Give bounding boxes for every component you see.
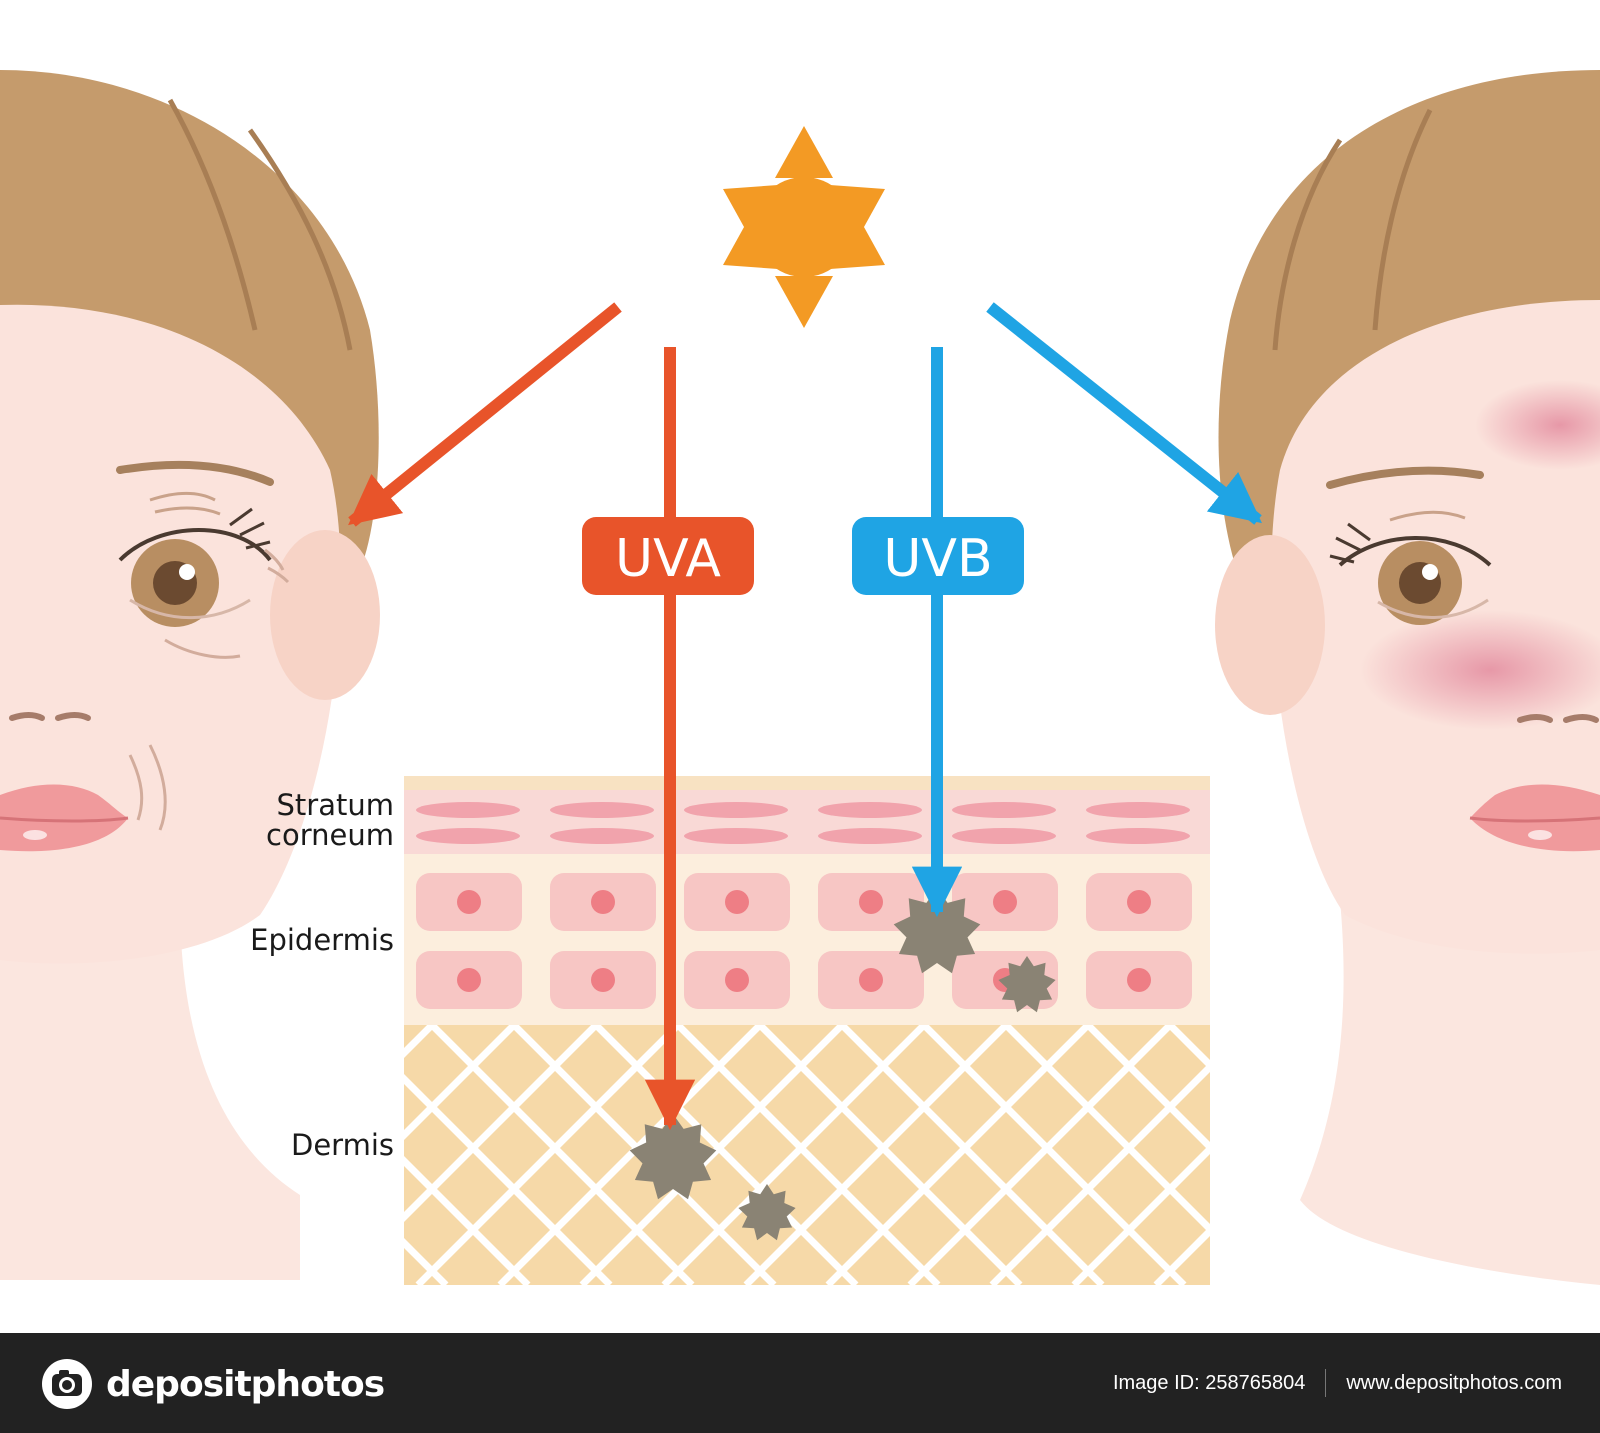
collagen-fiber bbox=[404, 1074, 613, 1285]
skin-cross-section bbox=[404, 776, 1210, 1285]
collagen-fiber bbox=[404, 1025, 599, 1222]
image-id: Image ID: 258765804 bbox=[1112, 1371, 1306, 1394]
collagen-fiber bbox=[989, 1062, 1210, 1285]
right-lips bbox=[1470, 784, 1600, 852]
brand-name: depositphotos bbox=[106, 1363, 385, 1405]
collagen-fiber bbox=[415, 1025, 681, 1285]
website-link[interactable]: www.depositphotos.com bbox=[1346, 1371, 1562, 1394]
left-neck bbox=[0, 900, 300, 1280]
collagen-fiber bbox=[661, 1025, 927, 1285]
uv-arrows bbox=[348, 302, 1262, 1131]
collagen-fiber bbox=[404, 1025, 517, 1140]
stratum-corneum-label: Stratum corneum bbox=[266, 790, 394, 850]
collagen-fiber-grid bbox=[404, 1025, 1210, 1285]
uvb-damage-spot-small bbox=[998, 956, 1056, 1013]
epidermis-label: Epidermis bbox=[250, 923, 394, 957]
sun-icon bbox=[723, 126, 885, 328]
right-ear bbox=[1215, 535, 1325, 715]
skin-uv-diagram: UVA UVB bbox=[0, 70, 1600, 1285]
uva-badge: UVA bbox=[582, 517, 754, 595]
collagen-fiber bbox=[404, 1156, 531, 1285]
stratum-corneum-label-line2: corneum bbox=[266, 818, 394, 852]
dermis-label: Dermis bbox=[290, 1128, 394, 1162]
uva-label: UVA bbox=[615, 529, 721, 589]
uva-damage-spot-large bbox=[629, 1114, 717, 1200]
stratum-corneum-label-line1: Stratum bbox=[276, 788, 394, 822]
stratum-corneum-cells bbox=[416, 802, 1190, 844]
collagen-fiber bbox=[825, 1025, 1091, 1285]
camera-icon bbox=[42, 1359, 92, 1409]
right-neck bbox=[1300, 900, 1600, 1285]
collagen-fiber bbox=[1071, 1144, 1210, 1285]
collagen-fiber bbox=[1153, 1226, 1210, 1285]
collagen-fiber bbox=[907, 1025, 1173, 1285]
epidermis-layer bbox=[404, 854, 1210, 1025]
left-ear bbox=[270, 530, 380, 700]
collagen-fiber bbox=[579, 1025, 845, 1285]
uvb-label: UVB bbox=[883, 529, 992, 589]
uvb-badge: UVB bbox=[852, 517, 1024, 595]
uvb-arrow-to-face bbox=[986, 302, 1262, 525]
uva-arrow-to-face bbox=[348, 302, 622, 527]
left-face bbox=[0, 70, 380, 1280]
uva-damage-spot-small bbox=[738, 1184, 796, 1241]
collagen-fiber bbox=[743, 1025, 1009, 1285]
watermark-footer: depositphotos Image ID: 258765804 www.de… bbox=[0, 1333, 1600, 1433]
brand-logo[interactable]: depositphotos bbox=[40, 1357, 385, 1411]
footer-meta: Image ID: 258765804 www.depositphotos.co… bbox=[1113, 1369, 1562, 1397]
footer-divider bbox=[1325, 1369, 1327, 1397]
collagen-fiber bbox=[497, 1025, 763, 1285]
right-face bbox=[1215, 70, 1600, 1285]
